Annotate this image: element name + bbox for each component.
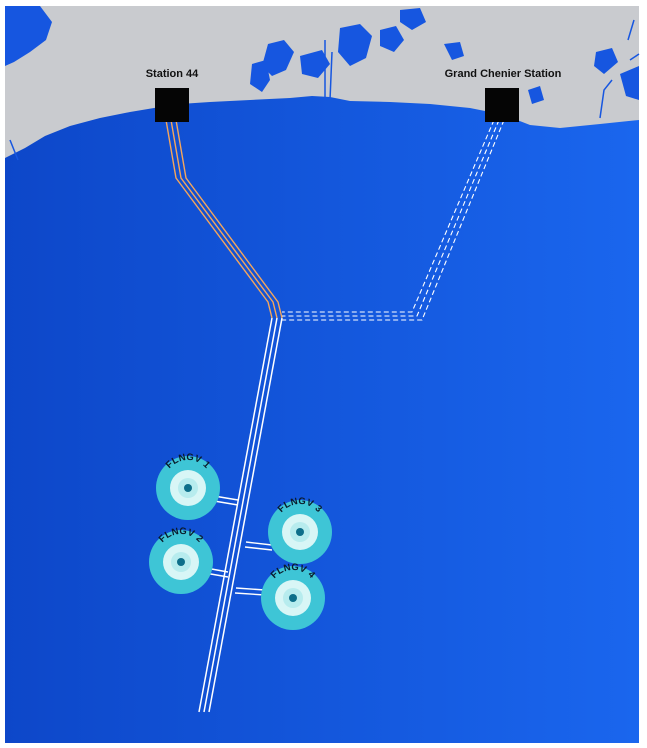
- bay: [594, 48, 618, 74]
- channel: [599, 79, 613, 119]
- station-station-44[interactable]: Station 44: [146, 68, 199, 122]
- vessel-label: FLNGV 3: [276, 496, 324, 515]
- channel: [324, 40, 333, 101]
- vessel-flngv-4[interactable]: FLNGV 4: [261, 562, 325, 630]
- station-label: Station 44: [146, 68, 199, 80]
- bay: [262, 40, 294, 76]
- bay: [528, 86, 544, 104]
- channel: [9, 139, 19, 161]
- vessel-flngv-1[interactable]: FLNGV 1: [156, 452, 220, 520]
- square-marker-icon: [485, 88, 519, 122]
- sea: [5, 6, 639, 743]
- bay: [620, 66, 639, 100]
- pipeline-to-station-44: [165, 119, 283, 319]
- bay: [5, 6, 52, 66]
- channel: [627, 19, 640, 61]
- bay: [400, 8, 426, 30]
- bay: [380, 26, 404, 52]
- bay: [250, 60, 270, 92]
- vessels: FLNGV 1 FLNGV 3 FLNGV 2: [149, 452, 332, 630]
- station-grand-chenier-station[interactable]: Grand Chenier Station: [445, 68, 562, 122]
- bay: [338, 24, 372, 66]
- vessel-label: FLNGV 2: [157, 526, 205, 545]
- vessel-flngv-3[interactable]: FLNGV 3: [268, 496, 332, 564]
- bay: [444, 42, 464, 60]
- vessel-label: FLNGV 4: [269, 562, 318, 581]
- coastline: [5, 6, 640, 161]
- vessel-label: FLNGV 1: [164, 452, 213, 471]
- bay: [300, 50, 330, 78]
- vessel-flngv-2[interactable]: FLNGV 2: [149, 526, 213, 594]
- land-mass: [5, 6, 639, 158]
- station-label: Grand Chenier Station: [445, 68, 562, 80]
- square-marker-icon: [155, 88, 189, 122]
- pipeline-trunk: [198, 317, 283, 713]
- pipelines: [165, 119, 505, 713]
- pipeline-to-grand-chenier: [282, 119, 505, 321]
